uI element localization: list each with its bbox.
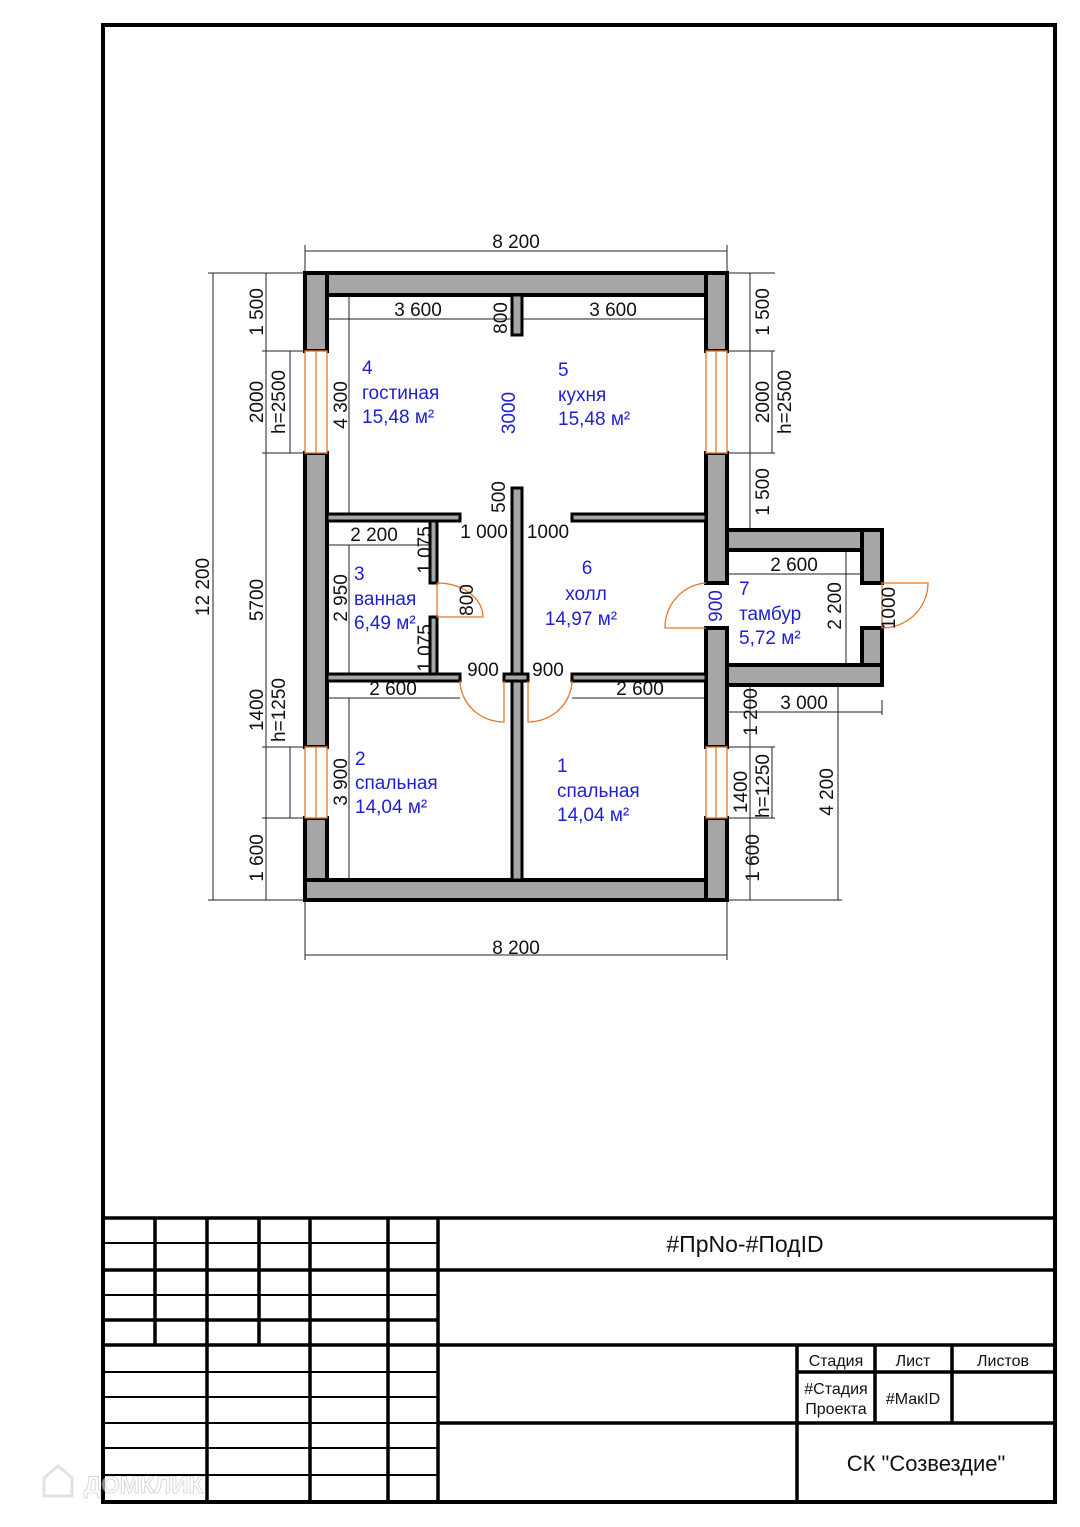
dim-right-4200: 4 200: [817, 768, 838, 816]
dim-bath-1075-bottom: 1 075: [415, 624, 436, 672]
dim-tambur-3000: 3 000: [780, 693, 828, 714]
dim-stub-800: 800: [491, 302, 512, 334]
watermark-logo: ДОМКЛИК: [42, 1464, 204, 1500]
room-number: 6: [582, 558, 593, 579]
dim-tambur-width: 2 600: [770, 555, 818, 576]
room-name: ванная: [354, 589, 416, 610]
room-name: тамбур: [739, 604, 801, 625]
doors: [436, 582, 929, 723]
room-area: 15,48 м²: [362, 407, 434, 428]
dim-overall-width-bottom: 8 200: [492, 938, 540, 959]
dim-bath-depth: 2 950: [331, 574, 352, 622]
dim-bed1-door: 900: [532, 660, 564, 681]
room-name: холл: [565, 584, 607, 605]
dim-left-1600: 1 600: [247, 834, 268, 882]
dim-opening-3000: 3000: [499, 392, 520, 434]
dim-stub-500: 500: [489, 481, 510, 513]
dimension-labels: 8 200 8 200 12 200 3 600 3 600 800 3000 …: [193, 232, 900, 959]
room-bedroom-1: 1 спальная 14,04 м²: [557, 756, 640, 826]
dim-left-5700: 5700: [247, 579, 268, 621]
dim-bed2-depth: 3 900: [331, 758, 352, 806]
room-number: 3: [354, 564, 365, 585]
dim-tambur-depth: 2 200: [825, 582, 846, 630]
room-name: спальная: [557, 781, 640, 802]
dim-overall-width-top: 8 200: [492, 232, 540, 253]
room-area: 5,72 м²: [739, 628, 801, 649]
title-block: [103, 1216, 1055, 1502]
dim-tambur-door: 1000: [879, 587, 900, 629]
dimension-lines: [208, 245, 883, 960]
dim-hall-1000-right: 1000: [527, 522, 569, 543]
dim-bed1-width: 2 600: [616, 679, 664, 700]
room-hall: 6 холл 14,97 м²: [545, 558, 617, 630]
windows: [304, 350, 728, 819]
stage-header: Стадия: [809, 1353, 864, 1370]
dim-bed2-door: 900: [467, 660, 499, 681]
dim-left-window-h2500: h=2500: [269, 370, 290, 434]
dim-left-1500: 1 500: [247, 288, 268, 336]
sheets-header: Листов: [977, 1353, 1029, 1370]
room-area: 15,48 м²: [558, 409, 630, 430]
dim-living-depth: 4 300: [331, 381, 352, 429]
dim-bath-width: 2 200: [350, 525, 398, 546]
dim-left-window-1400: 1400: [247, 689, 268, 731]
dim-bath-door: 800: [457, 584, 478, 616]
room-bathroom: 3 ванная 6,49 м²: [354, 564, 416, 634]
room-name: кухня: [558, 385, 606, 406]
dim-hall-1000-left: 1 000: [460, 522, 508, 543]
sheet-frame: [101, 23, 1057, 1504]
dim-left-window-2000: 2000: [247, 381, 268, 423]
room-bedroom-2: 2 спальная 14,04 м²: [355, 749, 438, 818]
room-area: 6,49 м²: [354, 613, 416, 634]
room-area: 14,97 м²: [545, 609, 617, 630]
dim-right-1200: 1 200: [741, 688, 762, 736]
dim-right-1500-mid: 1 500: [753, 468, 774, 516]
room-number: 5: [558, 360, 569, 381]
stage-value-line2: Проекта: [805, 1401, 867, 1418]
dim-bed2-width: 2 600: [369, 679, 417, 700]
dim-kitchen-width: 3 600: [589, 300, 637, 321]
house-icon: [42, 1464, 74, 1498]
stage-value-line1: #Стадия: [804, 1381, 867, 1398]
dim-overall-height: 12 200: [193, 558, 214, 616]
room-number: 1: [557, 756, 568, 777]
dim-right-window-h1250: h=1250: [753, 754, 774, 818]
dim-bath-1075-top: 1 075: [415, 526, 436, 574]
room-area: 14,04 м²: [557, 805, 629, 826]
sheet-header: Лист: [896, 1353, 931, 1370]
room-living: 4 гостиная 15,48 м²: [362, 358, 439, 428]
room-tambur: 7 тамбур 5,72 м²: [739, 579, 801, 649]
project-code: #ПрNo-#ПодID: [666, 1231, 823, 1257]
room-number: 2: [355, 749, 366, 770]
room-kitchen: 5 кухня 15,48 м²: [558, 360, 630, 430]
watermark-text: ДОМКЛИК: [84, 1472, 203, 1499]
room-name: спальная: [355, 773, 438, 794]
room-number: 7: [739, 579, 750, 600]
dim-right-window-2000: 2000: [753, 381, 774, 423]
room-name: гостиная: [362, 383, 439, 404]
company-name: СК "Созвездие": [847, 1451, 1006, 1476]
dim-hall-door: 900: [706, 590, 727, 622]
dim-right-window-1400: 1400: [731, 771, 752, 813]
dim-right-1600: 1 600: [743, 834, 764, 882]
room-area: 14,04 м²: [355, 797, 427, 818]
sheet-value: #МакID: [886, 1391, 940, 1408]
room-labels: 4 гостиная 15,48 м² 5 кухня 15,48 м² 3 в…: [354, 358, 801, 826]
dim-right-window-h2500: h=2500: [775, 370, 796, 434]
dim-living-width: 3 600: [394, 300, 442, 321]
dim-right-1500-top: 1 500: [753, 288, 774, 336]
room-number: 4: [362, 358, 373, 379]
dim-left-window-h1250: h=1250: [269, 678, 290, 742]
